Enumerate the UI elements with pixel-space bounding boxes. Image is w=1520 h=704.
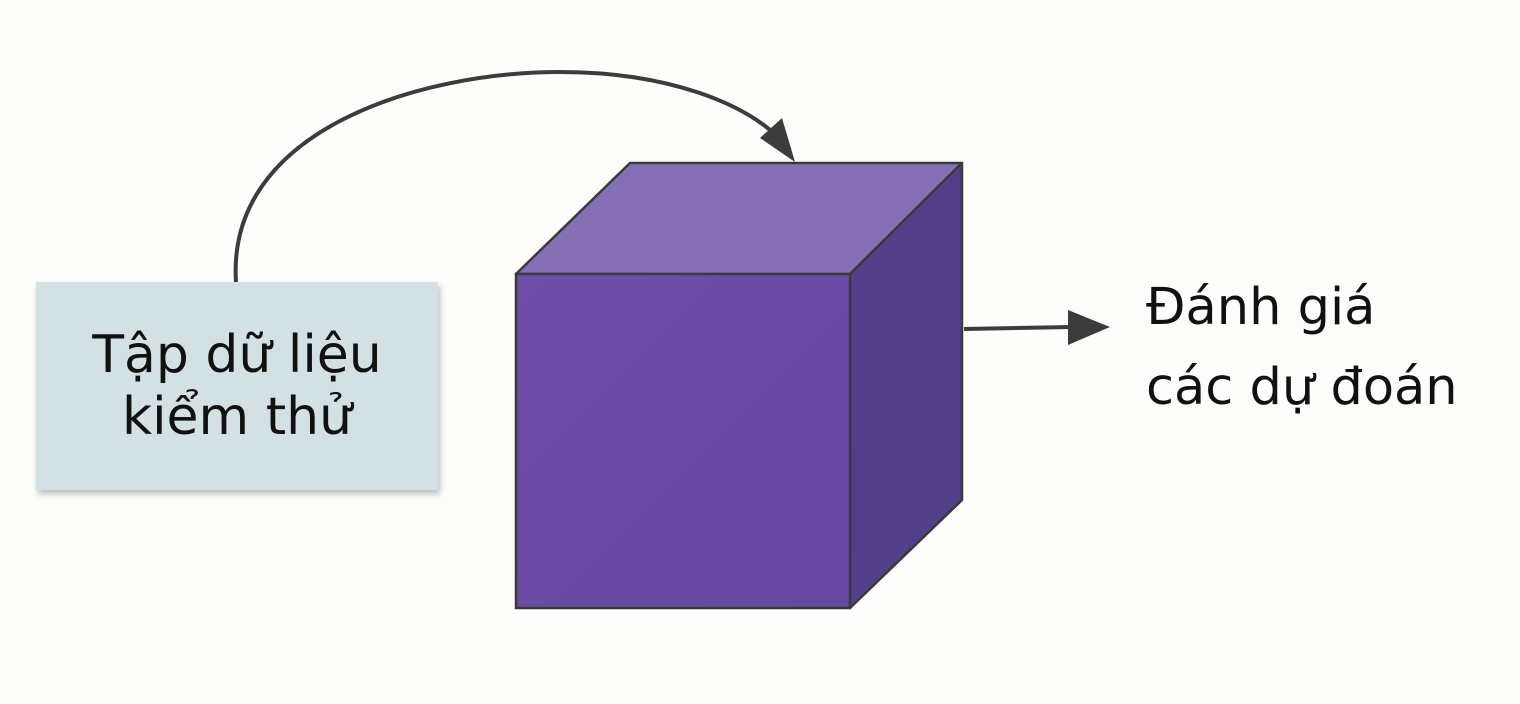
output-arrow-head	[1068, 310, 1110, 345]
evaluate-label-line1: Đánh giá	[1146, 278, 1376, 337]
curved-arrow-head	[760, 118, 795, 162]
evaluate-label-line2: các dự đoán	[1146, 358, 1458, 417]
output-arrow-line	[963, 325, 1073, 331]
cube-front-face	[514, 272, 852, 610]
test-dataset-box: Tập dữ liệu kiểm thử	[36, 282, 438, 490]
test-dataset-label-line1: Tập dữ liệu	[92, 325, 382, 385]
model-cube	[514, 161, 964, 610]
test-dataset-label-line2: kiểm thử	[121, 387, 353, 447]
evaluate-predictions-label: Đánh giá các dự đoán	[1146, 268, 1506, 428]
curved-input-arrow	[233, 69, 792, 283]
